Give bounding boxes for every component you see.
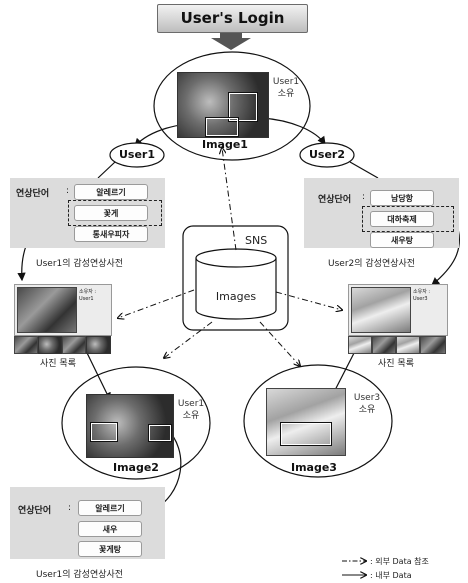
image2-label: Image2 xyxy=(113,461,159,474)
user1-label: User1 xyxy=(118,148,156,161)
keyword-allergy[interactable]: 알레르기 xyxy=(74,184,148,200)
dict-user2-caption: User2의 감성연상사전 xyxy=(328,259,416,269)
keyword-shrimp-pizza[interactable]: 통새우피자 xyxy=(74,226,148,242)
photo-main[interactable] xyxy=(351,287,411,333)
photo-thumbs-left xyxy=(14,336,111,354)
image3-ellipse xyxy=(243,364,393,478)
user1-ellipse xyxy=(109,142,165,168)
image3-owner: User3 소유 xyxy=(353,393,381,415)
photo-main[interactable] xyxy=(17,287,77,333)
image1-owner: User1 소유 xyxy=(272,77,300,99)
dict-title: 연상단어 xyxy=(16,189,50,199)
image2-selection-box-1 xyxy=(91,423,117,441)
dict-user1-top-panel: 연상단어 : 알레르기 꽃게 통새우피자 xyxy=(10,178,165,248)
image2-owner: User1 소유 xyxy=(177,399,205,421)
image1-selection-box-1 xyxy=(229,93,257,121)
dict-colon: : xyxy=(68,503,72,513)
images-db-cylinder xyxy=(195,258,277,320)
user2-ellipse xyxy=(299,142,355,168)
selected-keyword-outline xyxy=(68,200,162,226)
keyword-namdang-port[interactable]: 남당항 xyxy=(370,190,434,206)
image2-ellipse xyxy=(61,366,211,480)
login-down-arrow xyxy=(211,31,251,50)
dict-colon: : xyxy=(66,186,70,196)
image3-label: Image3 xyxy=(291,461,337,474)
thumb[interactable] xyxy=(86,336,111,354)
image3-photo xyxy=(266,388,346,456)
line-user2-dict xyxy=(349,161,379,179)
image1-photo xyxy=(177,72,269,138)
thumb[interactable] xyxy=(14,336,38,354)
top-ellipse xyxy=(153,51,311,161)
dict-colon: : xyxy=(362,192,366,202)
ext-ref-image3 xyxy=(259,321,300,366)
photo-list-right: 소유자 : User3 xyxy=(348,284,448,336)
dict-title: 연상단어 xyxy=(18,506,52,516)
sns-label: SNS xyxy=(245,234,268,247)
keyword-shrimp[interactable]: 새우 xyxy=(78,521,142,537)
image3-selection-box xyxy=(281,423,331,445)
keyword-crab-stew[interactable]: 꽃게탕 xyxy=(78,541,142,557)
image2-selection-box-2 xyxy=(149,425,171,441)
thumb[interactable] xyxy=(38,336,62,354)
keyword-crab[interactable]: 꽃게 xyxy=(74,205,148,221)
dict-user1-bottom-caption: User1의 감성연상사전 xyxy=(36,570,124,580)
image2-photo xyxy=(86,394,174,458)
legend-internal: : 내부 Data xyxy=(370,571,412,580)
users-login-banner[interactable]: User's Login xyxy=(157,4,308,33)
line-user1-dict xyxy=(97,161,116,179)
photo-owner-meta: 소유자 : User3 xyxy=(413,289,431,302)
dict-title: 연상단어 xyxy=(318,195,352,205)
ext-ref-image2 xyxy=(164,321,213,358)
legend-external: : 외부 Data 참조 xyxy=(370,557,429,566)
dict-user1-bottom-panel: 연상단어 : 알레르기 새우 꽃게탕 xyxy=(10,487,165,559)
arrow-image1-user2 xyxy=(261,117,326,145)
thumb[interactable] xyxy=(372,336,396,354)
dict-user1-top-caption: User1의 감성연상사전 xyxy=(36,259,124,269)
keyword-shrimp-soup[interactable]: 새우탕 xyxy=(370,232,434,248)
image1-selection-box-2 xyxy=(206,118,238,136)
thumb[interactable] xyxy=(420,336,446,354)
keyword-allergy[interactable]: 알레르기 xyxy=(78,500,142,516)
thumb[interactable] xyxy=(348,336,372,354)
photo-list-left-caption: 사진 목록 xyxy=(40,359,76,369)
photo-list-left: 소유자 : User1 xyxy=(14,284,112,336)
selected-keyword-outline xyxy=(362,206,454,232)
photo-owner-meta: 소유자 : User1 xyxy=(79,289,97,302)
ext-ref-image1 xyxy=(222,148,237,251)
user2-label: User2 xyxy=(308,148,346,161)
images-db-label: Images xyxy=(215,290,257,303)
keyword-shrimp-festival[interactable]: 대하축제 xyxy=(370,211,434,227)
photo-list-right-caption: 사진 목록 xyxy=(378,359,414,369)
ext-ref-photolist-right xyxy=(275,291,342,310)
thumb[interactable] xyxy=(62,336,86,354)
thumb[interactable] xyxy=(396,336,420,354)
dict-user2-panel: 연상단어 : 남당항 대하축제 새우탕 xyxy=(304,178,459,248)
image1-label: Image1 xyxy=(202,138,248,151)
photo-thumbs-right xyxy=(348,336,446,354)
